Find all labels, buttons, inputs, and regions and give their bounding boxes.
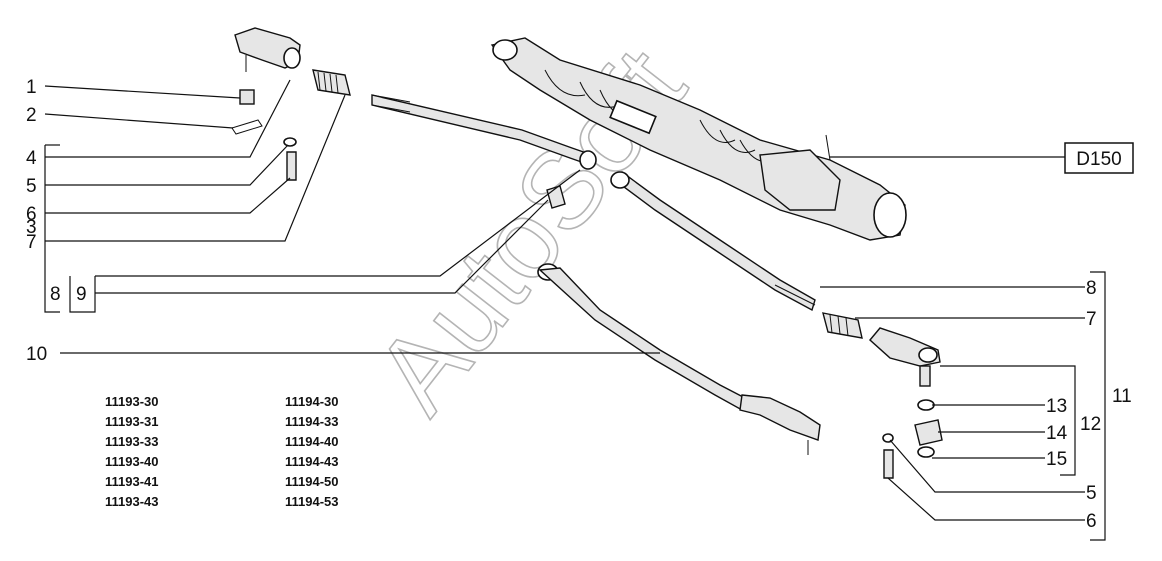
callout-6: 6 [26, 204, 37, 225]
reference-box-d150: D150 [1064, 142, 1134, 174]
model-code: 11194-30 [285, 394, 339, 409]
tie-rod-middle [610, 171, 816, 312]
callout-11: 11 [1112, 386, 1132, 407]
callouts-left: 1 2 4 5 6 7 8 9 3 10 [26, 77, 87, 365]
model-code: 11193-30 [105, 394, 159, 409]
callout-9: 9 [76, 284, 87, 305]
ring-15 [917, 446, 935, 458]
callout-10: 10 [26, 344, 47, 365]
model-codes-col1: 11193-30 11193-31 11193-33 11193-40 1119… [105, 394, 159, 509]
model-code: 11193-41 [105, 474, 159, 489]
callout-12: 12 [1080, 414, 1101, 435]
watermark-text: AutoSoft [352, 27, 709, 435]
steering-rack-illustration [490, 37, 907, 241]
model-code: 11194-50 [285, 474, 339, 489]
bolt-left [283, 137, 297, 181]
model-code: 11193-31 [105, 414, 159, 429]
callout-15: 15 [1046, 449, 1067, 470]
model-code: 11193-33 [105, 434, 159, 449]
reference-box-label: D150 [1076, 149, 1121, 170]
callout-right-6: 6 [1086, 511, 1097, 532]
leaders-left [44, 79, 660, 354]
ring-13 [917, 399, 935, 411]
model-code: 11194-53 [285, 494, 339, 509]
model-code: 11194-33 [285, 414, 339, 429]
model-code: 11193-43 [105, 494, 159, 509]
callout-2: 2 [26, 105, 37, 126]
adjusting-sleeve-right [822, 312, 863, 339]
callout-right-5: 5 [1086, 483, 1097, 504]
callout-7: 7 [26, 232, 37, 253]
model-code: 11194-43 [285, 454, 339, 469]
callout-8: 8 [50, 284, 61, 305]
adjusting-sleeve-left [312, 69, 351, 96]
ball-joint-upper-left [231, 27, 301, 135]
tie-rod-lower [537, 263, 821, 455]
callout-right-7: 7 [1086, 309, 1097, 330]
callout-4: 4 [26, 148, 37, 169]
boot-14 [914, 419, 943, 446]
callouts-right: 8 7 13 14 15 5 6 12 11 [1046, 278, 1132, 532]
callout-1: 1 [26, 77, 37, 98]
bolt-right [882, 433, 894, 479]
callout-13: 13 [1046, 396, 1067, 417]
model-code: 11194-40 [285, 434, 339, 449]
tie-rod-upper [371, 94, 597, 170]
watermark: AutoSoft [351, 26, 709, 436]
callout-3: 3 [26, 217, 37, 238]
ball-joint-right [869, 327, 941, 387]
leaders-right [820, 156, 1106, 541]
model-codes-col2: 11194-30 11194-33 11194-40 11194-43 1119… [285, 394, 339, 509]
callout-5: 5 [26, 176, 37, 197]
callout-14: 14 [1046, 423, 1068, 444]
model-code: 11193-40 [105, 454, 159, 469]
callout-right-8: 8 [1086, 278, 1097, 299]
